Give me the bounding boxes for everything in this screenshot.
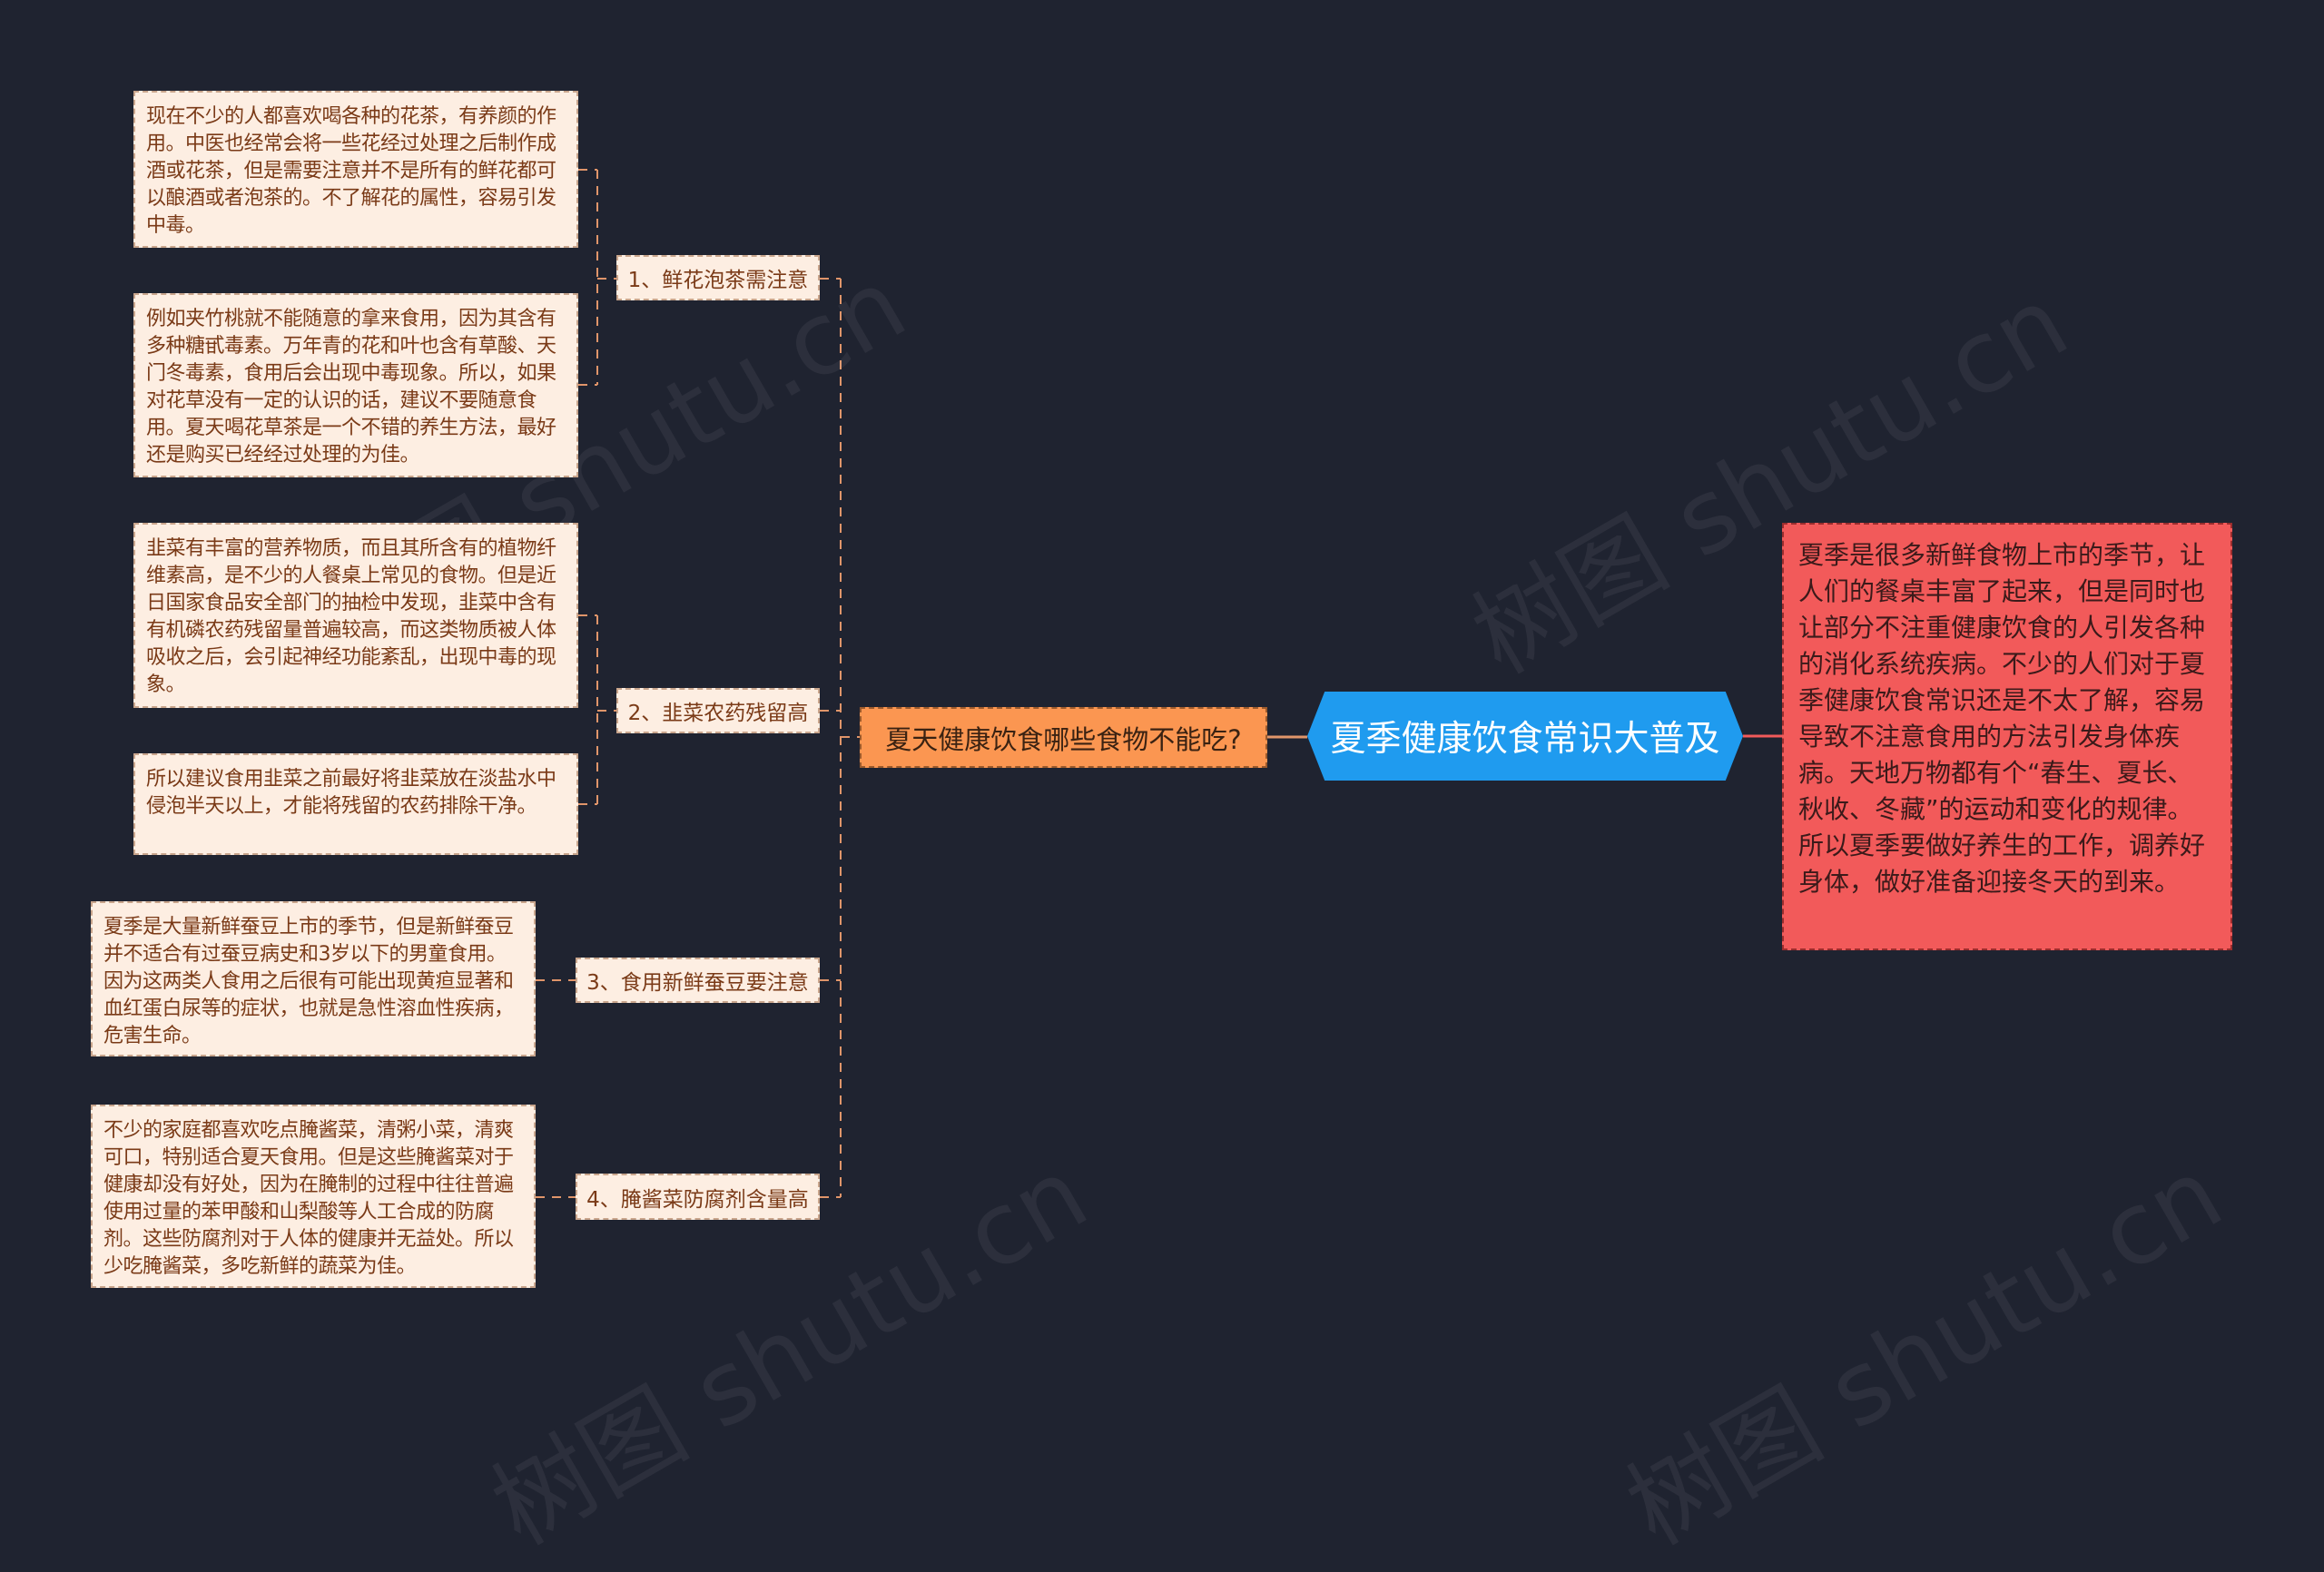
topic-node-4[interactable]: 4、腌酱菜防腐剂含量高 [576, 1174, 820, 1220]
detail-node[interactable]: 所以建议食用韭菜之前最好将韭菜放在淡盐水中侵泡半天以上，才能将残留的农药排除干净… [133, 753, 578, 855]
detail-node[interactable]: 现在不少的人都喜欢喝各种的花茶，有养颜的作用。中医也经常会将一些花经过处理之后制… [133, 91, 578, 248]
topic-node-2[interactable]: 2、韭菜农药残留高 [616, 688, 820, 733]
detail-node[interactable]: 例如夹竹桃就不能随意的拿来食用，因为其含有多种糖甙毒素。万年青的花和叶也含有草酸… [133, 293, 578, 477]
detail-node[interactable]: 韭菜有丰富的营养物质，而且其所含有的植物纤维素高，是不少的人餐桌上常见的食物。但… [133, 523, 578, 708]
detail-node[interactable]: 不少的家庭都喜欢吃点腌酱菜，清粥小菜，清爽可口，特别适合夏天食用。但是这些腌酱菜… [91, 1105, 536, 1288]
branch-node[interactable]: 夏天健康饮食哪些食物不能吃? [860, 707, 1267, 768]
connector-lines [536, 169, 1782, 1198]
topic-node-1[interactable]: 1、鲜花泡茶需注意 [616, 255, 820, 300]
detail-node[interactable]: 夏季是大量新鲜蚕豆上市的季节，但是新鲜蚕豆并不适合有过蚕豆病史和3岁以下的男童食… [91, 901, 536, 1056]
root-node[interactable]: 夏季健康饮食常识大普及 [1307, 692, 1743, 781]
topic-node-3[interactable]: 3、食用新鲜蚕豆要注意 [576, 958, 820, 1003]
summary-node[interactable]: 夏季是很多新鲜食物上市的季节，让人们的餐桌丰富了起来，但是同时也让部分不注重健康… [1782, 523, 2232, 950]
